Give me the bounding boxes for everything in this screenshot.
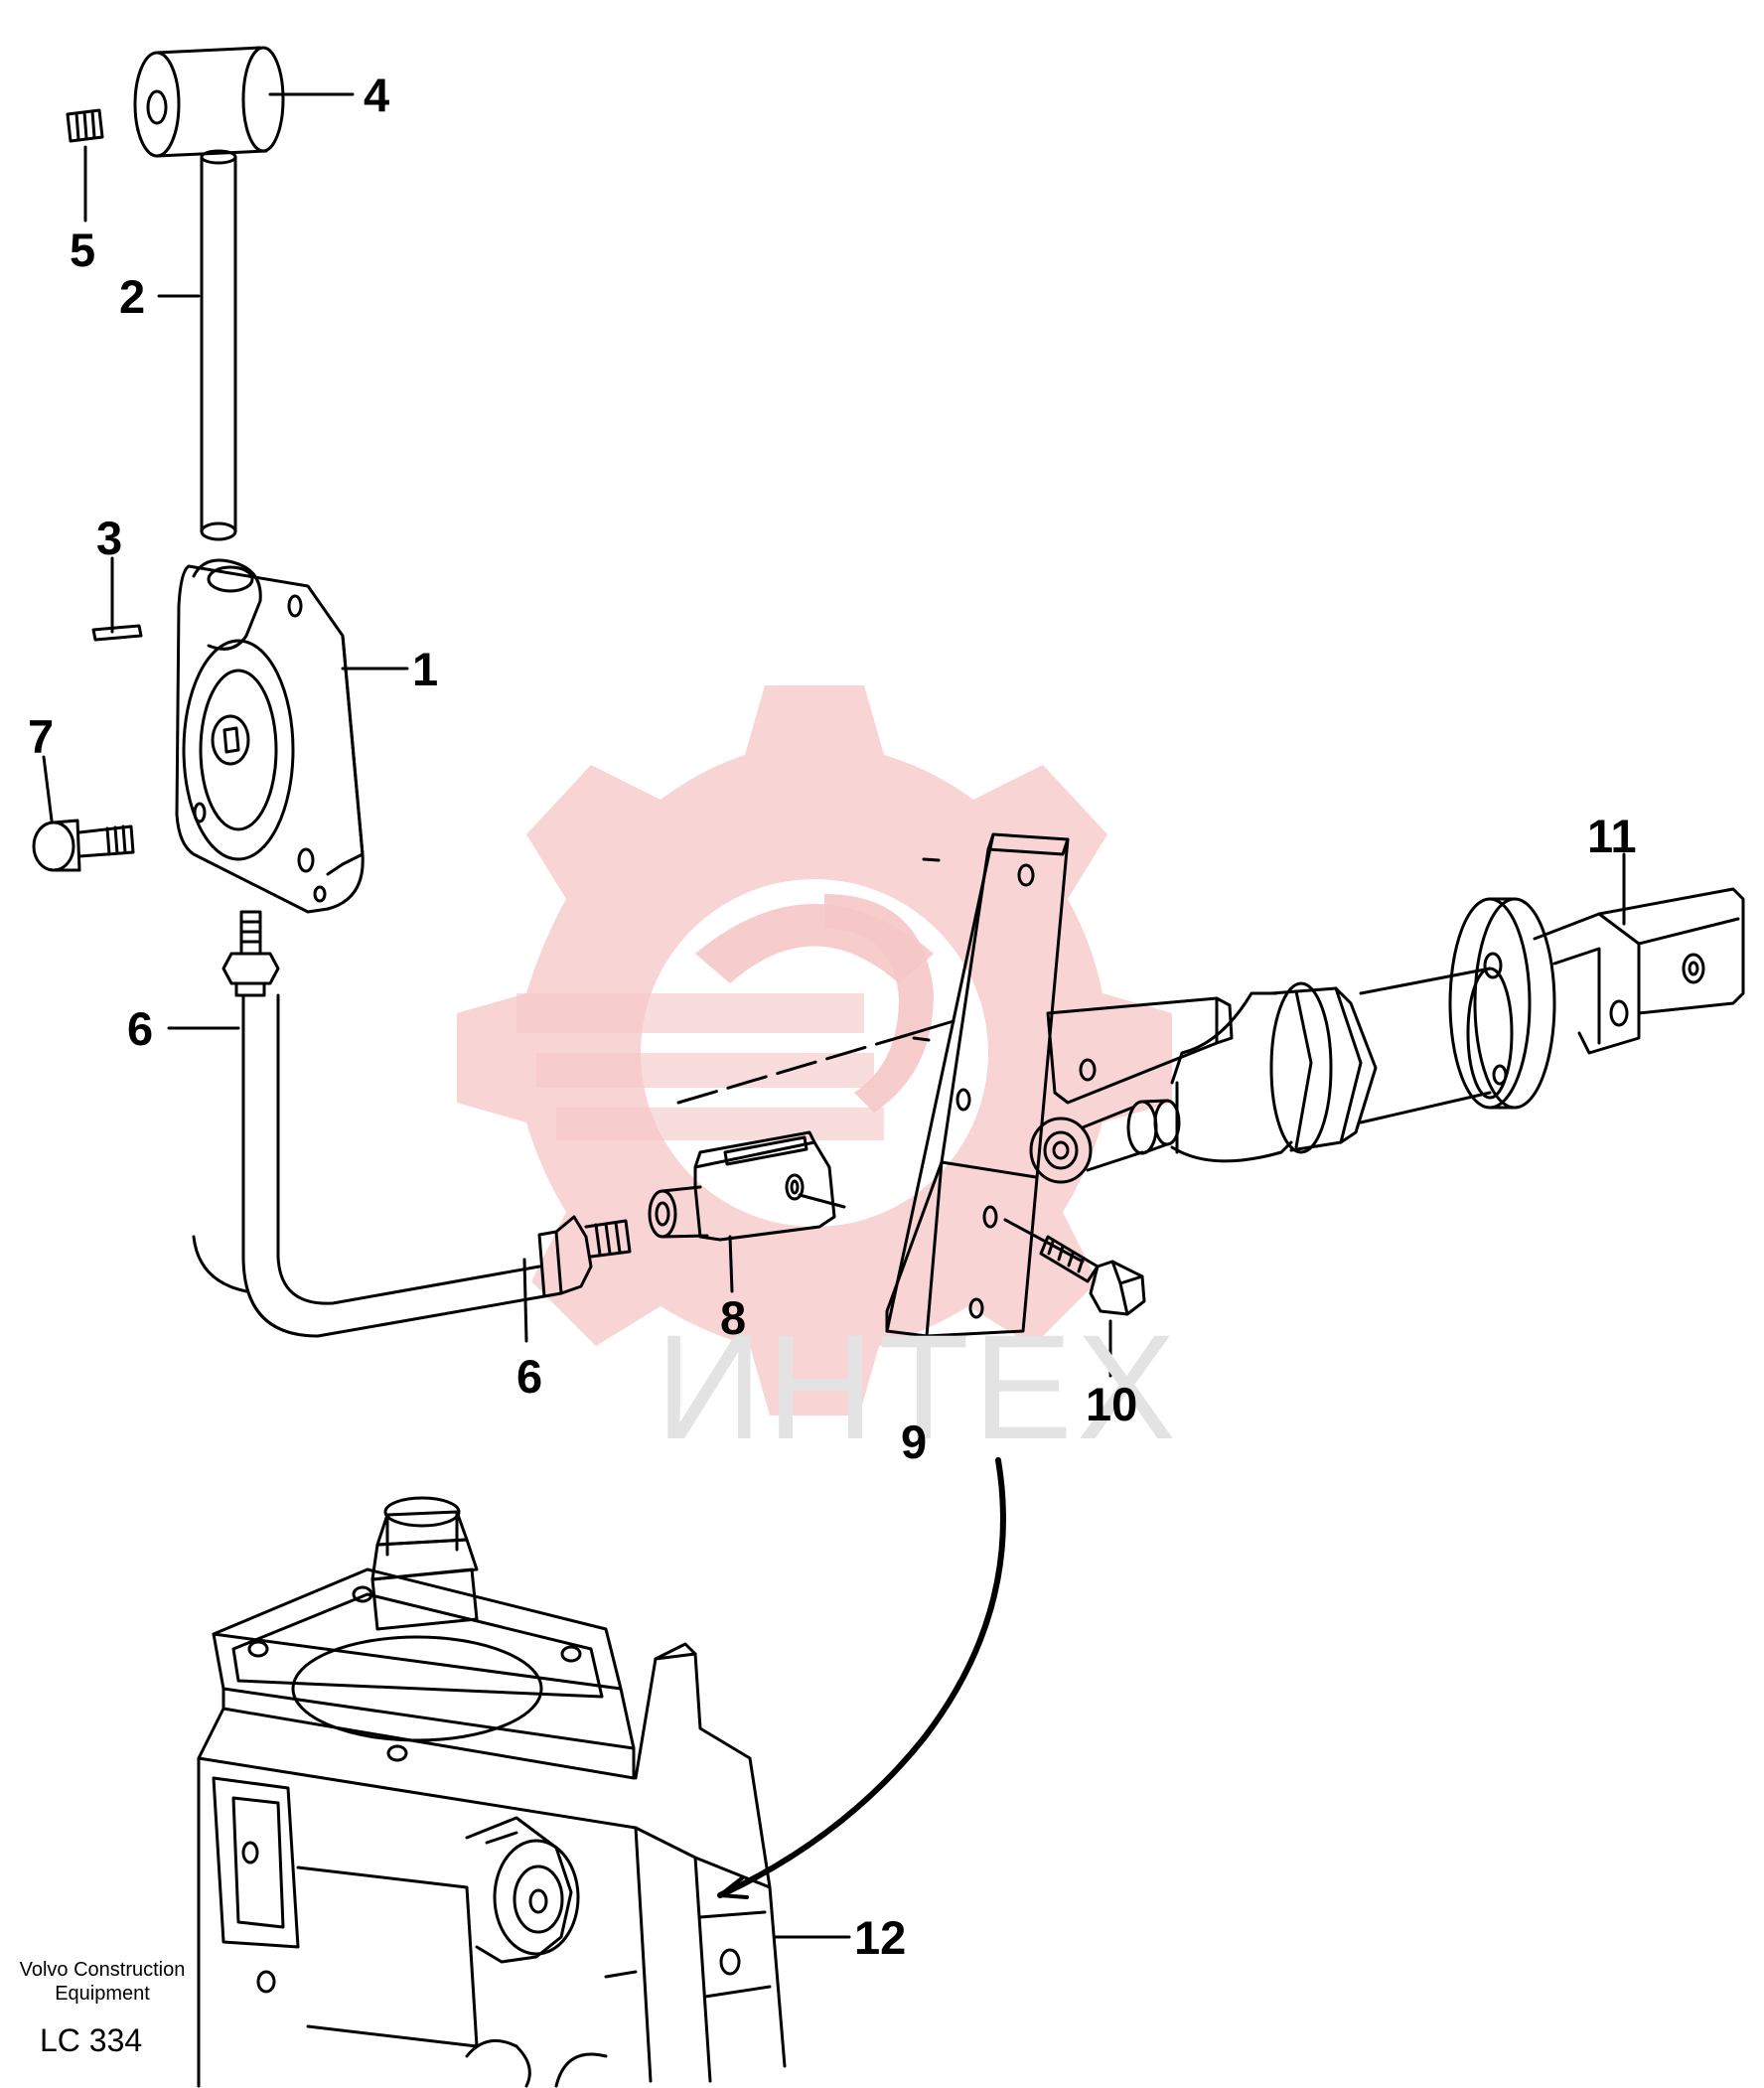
watermark-gear-icon [457,685,1172,1416]
callout-11: 11 [1587,810,1637,862]
plate-bolt-part [1003,1218,1146,1316]
control-housing-part [175,558,365,914]
pin-part [91,624,143,642]
assembly-dashed-line [676,1031,916,1105]
actuator-cylinder-part [1029,887,1745,1184]
callout-1: 1 [412,643,439,695]
manufacturer-line1: Volvo Construction [19,1959,186,1981]
control-cable-part [192,910,632,1338]
watermark-text: ИНТЕХ [656,1303,1180,1470]
callout-8: 8 [720,1291,747,1344]
pump-body-part [197,1496,787,2088]
lever-plate-part [885,832,1070,1338]
callout-2: 2 [119,270,146,323]
callout-9: 9 [901,1416,928,1468]
callout-5: 5 [70,224,96,276]
callout-4: 4 [364,69,390,121]
lever-rod-part [200,149,237,541]
knob-part [133,46,285,158]
callout-6-lower: 6 [516,1350,543,1403]
drawing-code: LC 334 [40,2022,143,2058]
manufacturer-line2: Equipment [55,1983,150,2005]
callout-10: 10 [1086,1378,1138,1430]
assembly-arrow [717,1457,1006,1899]
callout-12: 12 [854,1911,907,1964]
clevis-part [648,1130,846,1242]
housing-bolt-part [32,819,135,872]
leader-lines [42,92,1626,1939]
callout-7: 7 [28,710,55,763]
callout-3: 3 [96,512,123,564]
set-screw-part [66,108,104,143]
callout-6-upper: 6 [127,1002,154,1055]
